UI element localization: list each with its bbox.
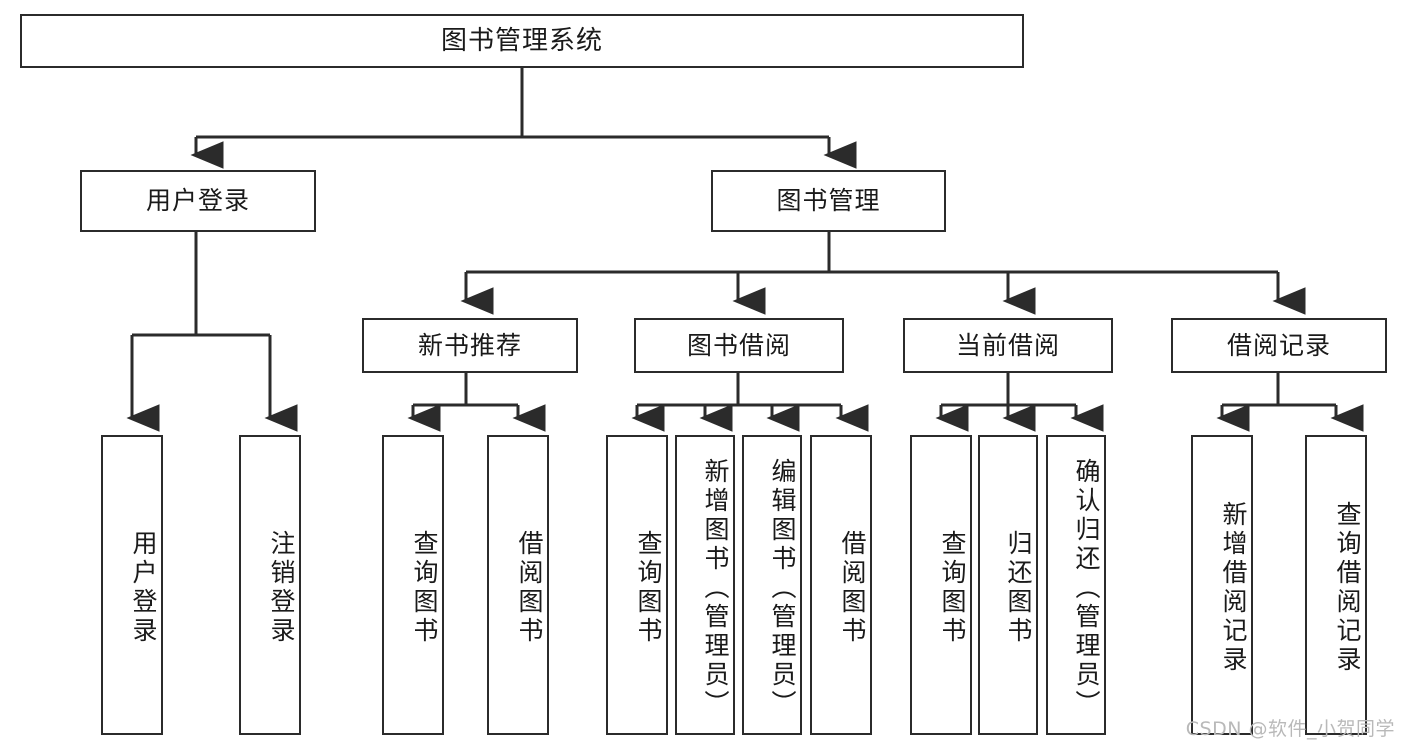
node-label: 借阅记录 bbox=[1226, 330, 1331, 360]
leaf-edit-book-admin[interactable]: 编辑图书（管理员） bbox=[742, 435, 802, 735]
leaf-borrow-book-recommend[interactable]: 借阅图书 bbox=[487, 435, 549, 735]
node-label: 借阅图书 bbox=[838, 530, 867, 646]
leaf-logout[interactable]: 注销登录 bbox=[239, 435, 301, 735]
node-label: 查询图书 bbox=[634, 530, 663, 646]
node-label: 归还图书 bbox=[1004, 530, 1033, 646]
node-label: 新增图书（管理员） bbox=[701, 457, 730, 719]
node-label: 用户登录 bbox=[145, 186, 250, 216]
node-borrow-record[interactable]: 借阅记录 bbox=[1171, 318, 1387, 373]
node-label: 查询借阅记录 bbox=[1333, 501, 1362, 675]
node-label: 查询图书 bbox=[410, 530, 439, 646]
node-current-borrow[interactable]: 当前借阅 bbox=[903, 318, 1113, 373]
node-label: 注销登录 bbox=[267, 530, 296, 646]
leaf-user-login[interactable]: 用户登录 bbox=[101, 435, 163, 735]
node-label: 借阅图书 bbox=[515, 530, 544, 646]
node-new-book-recommend[interactable]: 新书推荐 bbox=[362, 318, 578, 373]
leaf-confirm-return-admin[interactable]: 确认归还（管理员） bbox=[1046, 435, 1106, 735]
leaf-add-borrow-record[interactable]: 新增借阅记录 bbox=[1191, 435, 1253, 735]
node-label: 图书管理 bbox=[776, 186, 881, 216]
node-label: 用户登录 bbox=[129, 530, 158, 646]
leaf-borrow-book[interactable]: 借阅图书 bbox=[810, 435, 872, 735]
node-label: 新书推荐 bbox=[417, 330, 522, 360]
node-label: 编辑图书（管理员） bbox=[768, 457, 797, 719]
node-label: 确认归还（管理员） bbox=[1072, 457, 1101, 719]
leaf-return-book[interactable]: 归还图书 bbox=[978, 435, 1038, 735]
leaf-query-borrow-record[interactable]: 查询借阅记录 bbox=[1305, 435, 1367, 735]
node-root-book-management-system[interactable]: 图书管理系统 bbox=[20, 14, 1024, 68]
node-user-login[interactable]: 用户登录 bbox=[80, 170, 316, 232]
node-book-borrow[interactable]: 图书借阅 bbox=[634, 318, 844, 373]
leaf-query-book-current[interactable]: 查询图书 bbox=[910, 435, 972, 735]
node-label: 图书管理系统 bbox=[440, 25, 603, 56]
leaf-query-book-recommend[interactable]: 查询图书 bbox=[382, 435, 444, 735]
node-book-management[interactable]: 图书管理 bbox=[711, 170, 946, 232]
node-label: 查询图书 bbox=[938, 530, 967, 646]
leaf-add-book-admin[interactable]: 新增图书（管理员） bbox=[675, 435, 735, 735]
csdn-watermark: CSDN @软件_小贺同学 bbox=[1185, 718, 1395, 740]
node-label: 当前借阅 bbox=[955, 330, 1060, 360]
node-label: 图书借阅 bbox=[686, 330, 791, 360]
node-label: 新增借阅记录 bbox=[1219, 501, 1248, 675]
leaf-query-book-borrow[interactable]: 查询图书 bbox=[606, 435, 668, 735]
